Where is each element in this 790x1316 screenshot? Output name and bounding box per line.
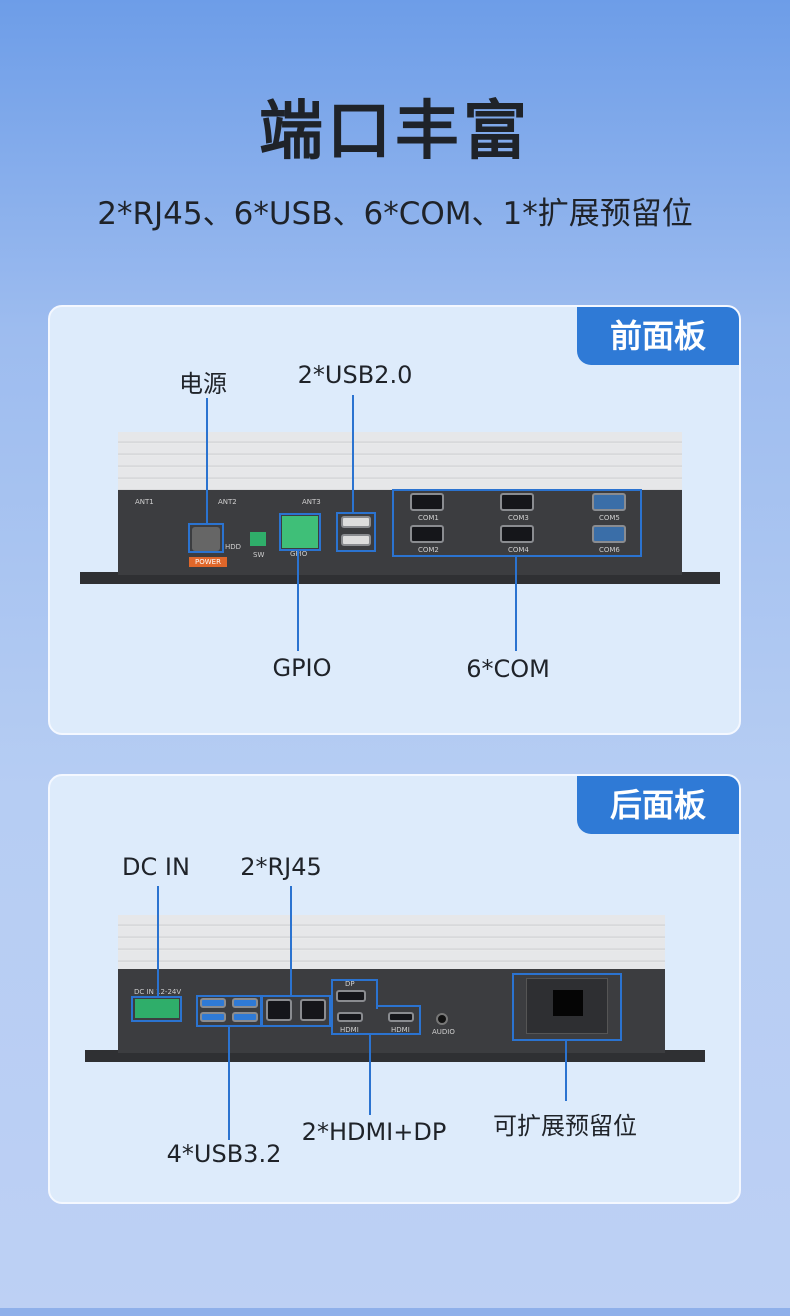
callout-line [157, 886, 159, 997]
callout-line [206, 398, 208, 524]
highlight-box [331, 979, 378, 1009]
expansion-slot [553, 990, 583, 1016]
bottom-strip [0, 1308, 790, 1316]
callout-com: 6*COM [466, 655, 550, 683]
highlight-box [131, 996, 182, 1022]
device-heatsink [118, 915, 665, 969]
usb3-port [200, 1012, 226, 1022]
front-panel-tab: 前面板 [577, 307, 739, 365]
hdmi-port [388, 1012, 414, 1022]
highlight-box [392, 489, 642, 557]
audio-label: AUDIO [432, 1028, 455, 1036]
highlight-box [336, 512, 376, 552]
com3-label: COM3 [508, 514, 529, 522]
hdmi1-label: HDMI [340, 1026, 359, 1034]
page-title: 端口丰富 [259, 95, 531, 169]
dp-label: DP [345, 980, 355, 988]
ant2-label: ANT2 [218, 498, 237, 506]
callout-usb3: 4*USB3.2 [166, 1140, 282, 1168]
sw-label: SW [253, 551, 265, 559]
callout-power: 电源 [179, 370, 227, 398]
callout-dcin: DC IN [122, 853, 190, 881]
usb3-port [200, 998, 226, 1008]
com4-label: COM4 [508, 546, 529, 554]
sw-connector [250, 532, 266, 546]
hdmi-port [337, 1012, 363, 1022]
page-subtitle: 2*RJ45、6*USB、6*COM、1*扩展预留位 [97, 196, 693, 232]
com1-label: COM1 [418, 514, 439, 522]
callout-line [228, 1027, 230, 1140]
callout-expansion: 可扩展预留位 [493, 1112, 637, 1140]
ant1-label: ANT1 [135, 498, 154, 506]
usb3-port [232, 1012, 258, 1022]
highlight-box [196, 995, 262, 1027]
power-icon[interactable] [192, 527, 220, 551]
com-port [410, 493, 444, 511]
device-feet [80, 572, 720, 584]
com-port [500, 493, 534, 511]
com6-label: COM6 [599, 546, 620, 554]
highlight-box [279, 513, 321, 551]
com-port [592, 525, 626, 543]
dp-port [336, 990, 366, 1002]
device-heatsink [118, 432, 682, 490]
hdd-label: HDD [225, 543, 242, 551]
highlight-box [261, 995, 331, 1027]
com-port [592, 493, 626, 511]
callout-gpio: GPIO [272, 654, 332, 682]
audio-jack [436, 1013, 448, 1025]
com5-label: COM5 [599, 514, 620, 522]
callout-line [297, 551, 299, 651]
callout-line [565, 1041, 567, 1101]
usb3-port [232, 998, 258, 1008]
power-label: POWER [189, 557, 227, 567]
callout-line [352, 395, 354, 513]
callout-rj45: 2*RJ45 [240, 853, 322, 881]
callout-usb2: 2*USB2.0 [297, 361, 413, 389]
device-feet [85, 1050, 705, 1062]
com2-label: COM2 [418, 546, 439, 554]
gpio-connector [282, 516, 318, 548]
rj45-port [266, 999, 292, 1021]
com-port [500, 525, 534, 543]
callout-line [369, 1035, 371, 1115]
callout-line [515, 557, 517, 651]
usb2-port [341, 534, 371, 546]
dc-connector [135, 999, 179, 1018]
usb2-port [341, 516, 371, 528]
ant3-label: ANT3 [302, 498, 321, 506]
back-panel-tab: 后面板 [577, 776, 739, 834]
callout-display: 2*HDMI+DP [301, 1118, 447, 1146]
highlight-box [376, 1005, 421, 1007]
highlight-box [512, 973, 622, 1041]
com-port [410, 525, 444, 543]
callout-line [290, 886, 292, 996]
highlight-box [331, 1005, 421, 1035]
hdmi2-label: HDMI [391, 1026, 410, 1034]
highlight-box [188, 523, 224, 553]
rj45-port [300, 999, 326, 1021]
